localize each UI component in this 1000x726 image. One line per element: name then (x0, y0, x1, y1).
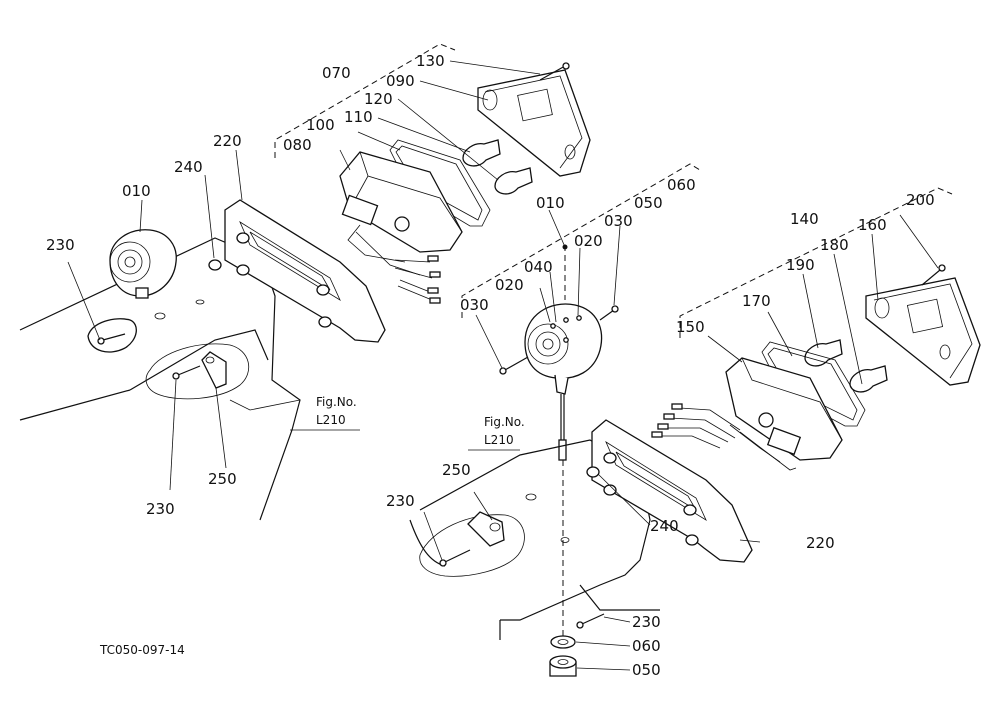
label-110: 110 (344, 108, 373, 126)
label-240-left: 240 (174, 158, 203, 176)
label-230-left-bottom: 230 (146, 500, 175, 518)
lamp-lens-left (477, 69, 591, 177)
label-160: 160 (858, 216, 887, 234)
leader-lines (67, 60, 939, 671)
bracket-right (591, 419, 753, 563)
label-130: 130 (416, 52, 445, 70)
label-230-right: 230 (386, 492, 415, 510)
label-050-top: 050 (634, 194, 663, 212)
label-070: 070 (322, 64, 351, 82)
label-180: 180 (820, 236, 849, 254)
label-090: 090 (386, 72, 415, 90)
left-assembly (19, 43, 591, 521)
figref-center-line2: L210 (484, 433, 514, 447)
marker-lamp-left (109, 229, 177, 299)
label-250-right: 250 (442, 461, 471, 479)
label-220-left: 220 (213, 132, 242, 150)
drawing-code: TC050-097-14 (99, 643, 185, 657)
label-230-bottom: 230 (632, 613, 661, 631)
label-030-left: 030 (460, 296, 489, 314)
label-140: 140 (790, 210, 819, 228)
label-190: 190 (786, 256, 815, 274)
label-250-left: 250 (208, 470, 237, 488)
center-assembly (461, 163, 701, 640)
label-080: 080 (283, 136, 312, 154)
bracket-left (224, 199, 386, 343)
label-220-right: 220 (806, 534, 835, 552)
bulbs-left (462, 139, 533, 195)
label-030-right: 030 (604, 212, 633, 230)
label-010-center: 010 (536, 194, 565, 212)
figref-center-line1: Fig.No. (484, 415, 525, 429)
part-labels: 070 130 090 120 110 100 080 220 240 010 … (46, 52, 935, 679)
label-100: 100 (306, 116, 335, 134)
label-010-left: 010 (122, 182, 151, 200)
lamp-housing-right (725, 357, 843, 461)
label-060-top: 060 (667, 176, 696, 194)
label-060-bottom: 060 (632, 637, 661, 655)
label-150: 150 (676, 318, 705, 336)
label-230-left-top: 230 (46, 236, 75, 254)
label-240-right: 240 (650, 517, 679, 535)
label-040: 040 (524, 258, 553, 276)
lamp-lens-right (865, 277, 981, 386)
label-120: 120 (364, 90, 393, 108)
lamp-housing-left (339, 151, 463, 253)
label-200: 200 (906, 191, 935, 209)
right-assembly (409, 187, 981, 677)
figref-left-line2: L210 (316, 413, 346, 427)
label-050-bottom: 050 (632, 661, 661, 679)
label-020-top: 020 (574, 232, 603, 250)
figure-references: Fig.No. L210 Fig.No. L210 (316, 395, 525, 447)
label-020-mid: 020 (495, 276, 524, 294)
label-170: 170 (742, 292, 771, 310)
figref-left-line1: Fig.No. (316, 395, 357, 409)
